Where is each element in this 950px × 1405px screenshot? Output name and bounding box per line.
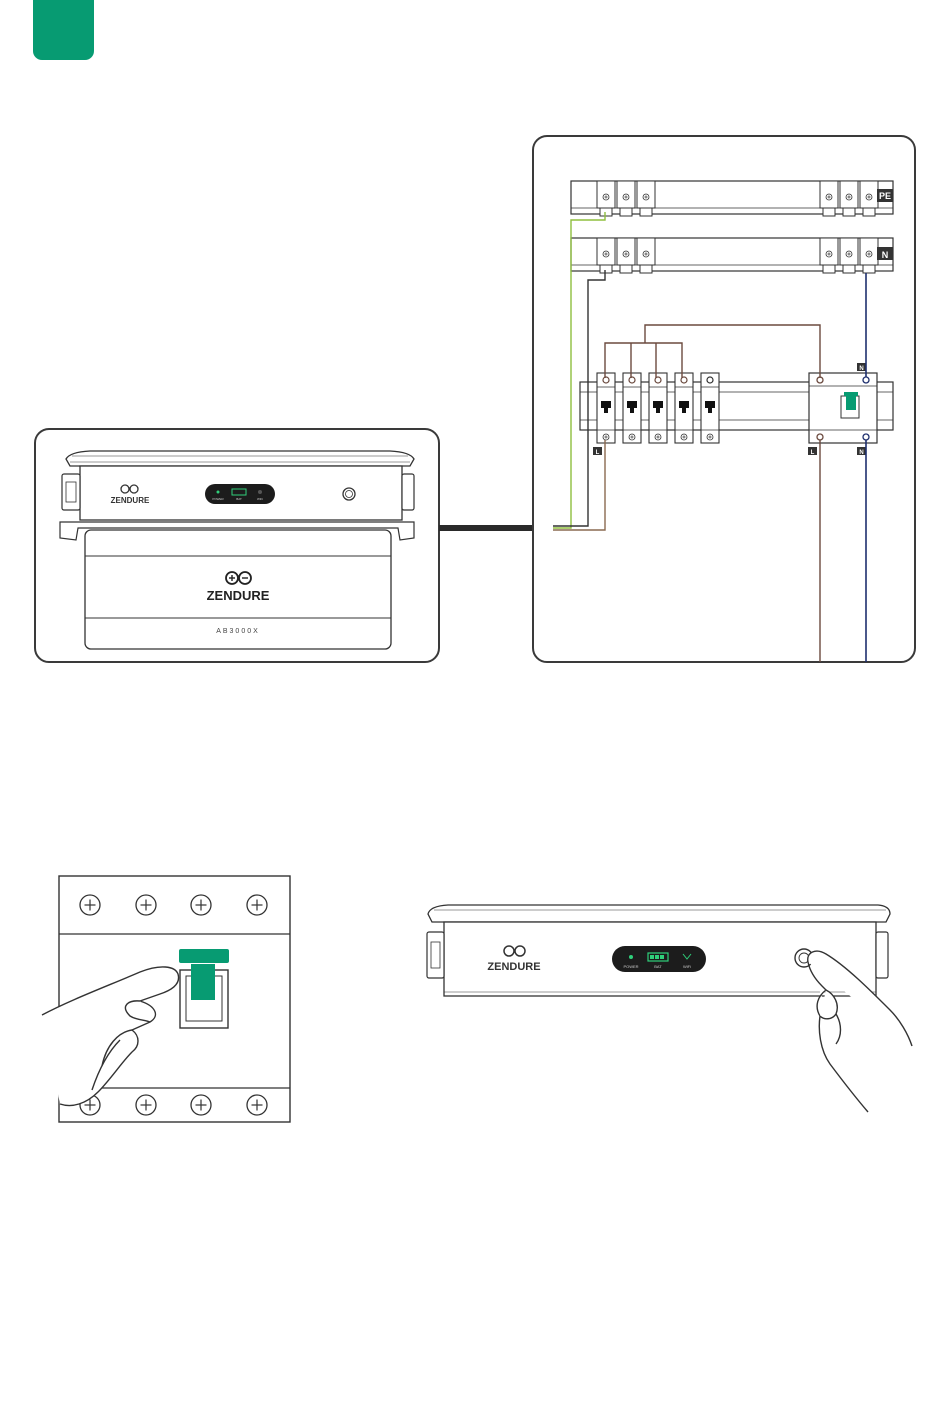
terminal-screw-icon: [846, 251, 852, 257]
terminal-screw-icon: [826, 251, 832, 257]
screw-icon: [80, 895, 100, 915]
screw-icon: [191, 1095, 211, 1115]
breaker-screw-icon: [629, 434, 635, 440]
busbar-pe-label: PE: [879, 191, 891, 201]
terminal-screw-icon: [826, 194, 832, 200]
terminal-screw-icon: [866, 194, 872, 200]
breaker: [649, 373, 667, 443]
rcd-switch-lever: [191, 964, 215, 1000]
rcd-label-bottom-l: L: [811, 450, 815, 456]
battery-brand: ZENDURE: [207, 588, 270, 603]
step-label-power: POWER: [623, 964, 638, 969]
terminal-screw-icon: [643, 194, 649, 200]
breaker-toggle: [627, 401, 637, 408]
screw-icon: [191, 895, 211, 915]
breaker-toggle: [705, 401, 715, 408]
breaker: [675, 373, 693, 443]
terminal-screw-icon: [623, 194, 629, 200]
terminal-screw-icon: [623, 251, 629, 257]
indicator-panel: [205, 484, 275, 504]
rcd-lever: [846, 394, 856, 410]
breaker: [597, 373, 615, 443]
indicator-label-power: POWER: [212, 497, 224, 501]
corner-tab: [33, 0, 94, 60]
breaker-screw-icon: [603, 434, 609, 440]
step-label-bat: BAT: [654, 964, 662, 969]
battery-model: AB3000X: [216, 628, 260, 635]
breaker: [623, 373, 641, 443]
step-label-wifi: WiFi: [683, 964, 691, 969]
screw-icon: [136, 895, 156, 915]
breaker: [701, 373, 719, 443]
rcd-label-top-n: N: [859, 366, 863, 372]
indicator-label-wifi: WiFi: [257, 497, 263, 501]
power-button-step: ZENDURE POWER BAT WiFi: [427, 905, 912, 1112]
wiring-panel: PE N N: [533, 136, 915, 662]
busbar-n-label: N: [882, 250, 889, 260]
busbar-pe: PE: [571, 181, 893, 216]
terminal-screw-icon: [643, 251, 649, 257]
rcd-label-bottom-n: N: [859, 450, 863, 456]
terminal-screw-icon: [603, 194, 609, 200]
terminal-screw-icon: [866, 251, 872, 257]
device-panel: ZENDURE POWER BAT WiFi ZENDURE AB3000X: [35, 429, 439, 662]
breaker-label-l: L: [596, 450, 600, 456]
rcd-switch-step: [42, 876, 290, 1122]
power-button: [343, 488, 355, 500]
breaker-toggle: [679, 401, 689, 408]
indicator-label-bat: BAT: [236, 497, 242, 501]
breaker-toggle: [601, 401, 611, 408]
screw-icon: [247, 1095, 267, 1115]
breaker-screw-icon: [681, 434, 687, 440]
step-device-brand: ZENDURE: [487, 961, 540, 973]
breaker-screw-icon: [655, 434, 661, 440]
screw-icon: [247, 895, 267, 915]
terminal-screw-icon: [846, 194, 852, 200]
device-brand-top: ZENDURE: [111, 496, 150, 505]
breaker-screw-icon: [707, 434, 713, 440]
busbar-n: N: [571, 238, 893, 273]
terminal-screw-icon: [603, 251, 609, 257]
screw-icon: [136, 1095, 156, 1115]
breaker-toggle: [653, 401, 663, 408]
